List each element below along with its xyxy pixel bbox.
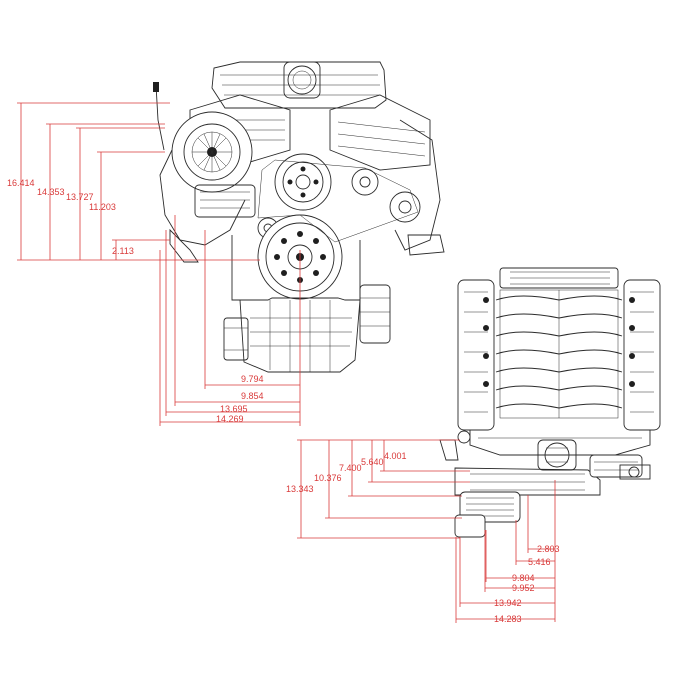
dim-text-2113: 2.113: [112, 246, 134, 256]
dim-text-7400: 7.400: [339, 463, 362, 473]
dim-text-14353: 14.353: [37, 187, 65, 197]
dim-text-14269: 14.269: [216, 414, 244, 424]
dim-text-13942: 13.942: [494, 598, 522, 608]
top-view-engine-illustration: [439, 267, 661, 538]
front-view-dimensions: 16.414 14.353 13.727 11.203 2.113 9.794 …: [7, 102, 301, 426]
dim-text-13727: 13.727: [66, 192, 94, 202]
dim-text-10376: 10.376: [314, 473, 342, 483]
dim-text-11203: 11.203: [89, 202, 116, 212]
dim-text-4001: 4.001: [384, 451, 407, 461]
dim-text-9854: 9.854: [241, 391, 264, 401]
front-view-engine-illustration: [153, 61, 445, 373]
dim-text-9794: 9.794: [241, 374, 264, 384]
dim-text-13695: 13.695: [220, 404, 248, 414]
dim-text-5416: 5.416: [528, 557, 551, 567]
dim-text-5640: 5.640: [361, 457, 384, 467]
top-view-dimensions: 13.343 10.376 7.400 5.640 4.001 2.803 5.…: [286, 439, 560, 624]
dim-text-2803: 2.803: [537, 544, 560, 554]
dim-text-13343: 13.343: [286, 484, 314, 494]
dim-text-9952: 9.952: [512, 583, 535, 593]
dim-text-9804: 9.804: [512, 573, 535, 583]
dim-text-16414: 16.414: [7, 178, 35, 188]
dim-text-14283: 14.283: [494, 614, 522, 624]
